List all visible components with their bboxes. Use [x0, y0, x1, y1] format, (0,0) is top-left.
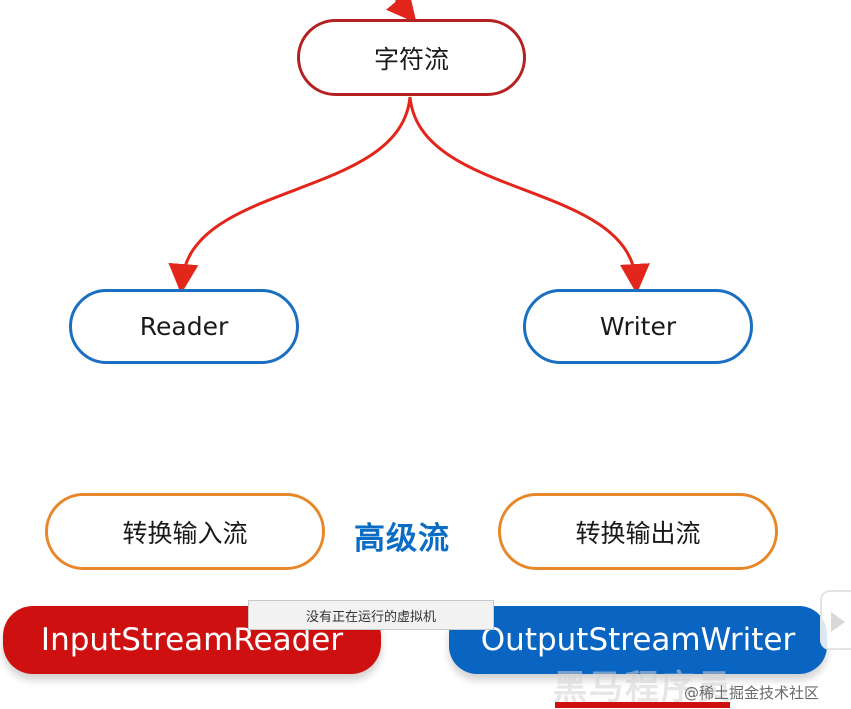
node-writer: Writer [523, 289, 753, 364]
node-output-stream-writer-label: OutputStreamWriter [480, 622, 796, 658]
node-reader-label: Reader [139, 312, 229, 341]
tooltip-no-running-vm: 没有正在运行的虚拟机 [248, 600, 494, 630]
node-character-stream-label: 字符流 [373, 44, 449, 74]
advanced-stream-label: 高级流 [354, 521, 450, 557]
node-output-stream-writer: OutputStreamWriter [449, 606, 827, 674]
edge-root-to-writer [408, 96, 650, 294]
node-reader: Reader [69, 289, 299, 364]
play-icon[interactable] [820, 590, 851, 650]
node-writer-label: Writer [599, 312, 677, 341]
edge-top-into-root [385, 0, 417, 24]
node-character-stream: 字符流 [297, 19, 526, 96]
edge-root-to-reader [168, 96, 412, 294]
node-transform-input: 转换输入流 [45, 493, 325, 570]
bottom-red-strip [555, 702, 730, 708]
watermark-brand: 黑马程序员 [553, 668, 733, 708]
node-transform-output: 转换输出流 [498, 493, 778, 570]
node-transform-input-label: 转换输入流 [122, 518, 248, 548]
node-transform-output-label: 转换输出流 [575, 518, 701, 548]
tooltip-text: 没有正在运行的虚拟机 [305, 609, 436, 625]
watermark-juejin: @稀土掘金技术社区 [684, 684, 820, 702]
